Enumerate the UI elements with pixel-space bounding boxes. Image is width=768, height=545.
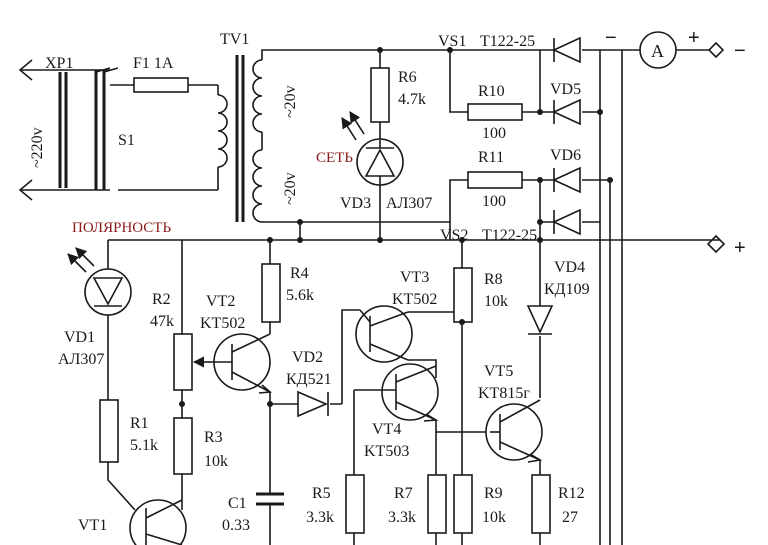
mains-voltage-label: ~220v (29, 127, 46, 168)
r7-value: 3.3k (388, 509, 416, 526)
ammeter-label: A (651, 41, 664, 61)
mains-input: XP1 ~220v (18, 55, 110, 201)
r12-value: 27 (562, 509, 578, 526)
vs1-type: T122-25 (480, 33, 535, 50)
vt5-type: KT815г (478, 385, 530, 402)
capacitor-c1: C1 0.33 (222, 404, 284, 545)
r4-value: 5.6k (286, 287, 314, 304)
xp1-label: XP1 (45, 55, 73, 72)
r4-name: R4 (290, 265, 309, 282)
fuse-label: F1 1A (133, 55, 174, 72)
fuse-f1: F1 1A (110, 55, 218, 191)
transistor-vt4: VT4 KT503 (354, 363, 490, 460)
set-label: СЕТЬ (316, 150, 353, 166)
transistor-vt3: VT3 KT502 (341, 269, 462, 404)
winding-bottom-label: ~20v (282, 172, 299, 205)
vd1-type: АЛ307 (58, 351, 104, 368)
middle-rail: + (108, 219, 746, 259)
resistor-r3: R3 10k (173, 417, 228, 510)
transformer-tv1: TV1 ~20v ~20v (217, 31, 299, 223)
plus-terminal: + (734, 237, 746, 259)
vt3-type: KT502 (392, 291, 437, 308)
vd3-type: АЛ307 (386, 195, 432, 212)
vs2-type: T122-25 (482, 227, 537, 244)
r6-value: 4.7k (398, 91, 426, 108)
s1-label: S1 (118, 132, 135, 149)
resistor-r7: R7 3.3k (388, 432, 447, 545)
vd2-label: VD2 (292, 349, 323, 366)
r5-value: 3.3k (306, 509, 334, 526)
r2-name: R2 (152, 291, 171, 308)
switch-s1: S1 (94, 67, 135, 190)
vt4-label: VT4 (372, 421, 401, 438)
c1-value: 0.33 (222, 517, 250, 534)
vt2-type: KT502 (200, 315, 245, 332)
r10-value: 100 (482, 125, 506, 142)
vd4-type: КД109 (544, 281, 590, 298)
resistor-r8: R8 10k (453, 240, 508, 475)
r8-value: 10k (484, 293, 508, 310)
vt2-label: VT2 (206, 293, 235, 310)
vd4-label: VD4 (554, 259, 585, 276)
vd2-type: КД521 (286, 371, 332, 388)
r1-value: 5.1k (130, 437, 158, 454)
transistor-vt5: VT5 KT815г (478, 363, 543, 475)
potentiometer-r2: R2 47k (150, 240, 210, 432)
top-rail (261, 47, 540, 60)
vt1-label: VT1 (78, 517, 107, 534)
diode-vd4: VD4 КД109 (526, 240, 590, 398)
vs1-group: VS1 T122-25 R10 100 VD5 (438, 33, 600, 142)
resistor-r4: R4 5.6k (261, 240, 314, 323)
diode-vd2: VD2 КД521 (267, 349, 342, 418)
vt4-type: KT503 (364, 443, 409, 460)
r3-value: 10k (204, 453, 228, 470)
minus-sign-left: − (605, 27, 617, 49)
led-vd3: СЕТЬ VD3 АЛ307 (316, 111, 432, 240)
resistor-r5: R5 3.3k (306, 390, 365, 545)
vt3-label: VT3 (400, 269, 429, 286)
vt5-label: VT5 (484, 363, 513, 380)
r3-name: R3 (204, 429, 223, 446)
r10-name: R10 (478, 83, 505, 100)
vd6-label: VD6 (550, 147, 581, 164)
vd5-label: VD5 (550, 81, 581, 98)
resistor-r12: R12 27 (531, 474, 585, 545)
vs1-label: VS1 (438, 33, 466, 50)
r7-name: R7 (394, 485, 413, 502)
r9-name: R9 (484, 485, 503, 502)
vs2-group: R11 100 VD6 VS2 T122-25 (440, 147, 613, 244)
led-vd1: ПОЛЯРНОСТЬ VD1 АЛ307 (58, 220, 171, 400)
c1-name: C1 (228, 495, 247, 512)
r8-name: R8 (484, 271, 503, 288)
r11-name: R11 (478, 149, 504, 166)
vs2-label: VS2 (440, 227, 468, 244)
transistor-vt1: VT1 (78, 499, 187, 545)
r5-name: R5 (312, 485, 331, 502)
r6-name: R6 (398, 69, 417, 86)
r9-value: 10k (482, 509, 506, 526)
resistor-r1: R1 5.1k (99, 399, 158, 511)
winding-top-label: ~20v (282, 85, 299, 118)
vd1-label: VD1 (64, 329, 95, 346)
r12-name: R12 (558, 485, 585, 502)
resistor-r6: R6 4.7k (370, 50, 426, 140)
vd3-label: VD3 (340, 195, 371, 212)
r11-value: 100 (482, 193, 506, 210)
output-section: A − + − (597, 27, 746, 545)
r2-value: 47k (150, 313, 174, 330)
tv1-label: TV1 (220, 31, 249, 48)
r1-name: R1 (130, 415, 149, 432)
polarity-label: ПОЛЯРНОСТЬ (72, 220, 171, 236)
plus-sign-top: + (688, 27, 700, 49)
resistor-r9: R9 10k (453, 474, 506, 545)
minus-terminal: − (734, 40, 746, 62)
transistor-vt2: VT2 KT502 (200, 293, 272, 404)
